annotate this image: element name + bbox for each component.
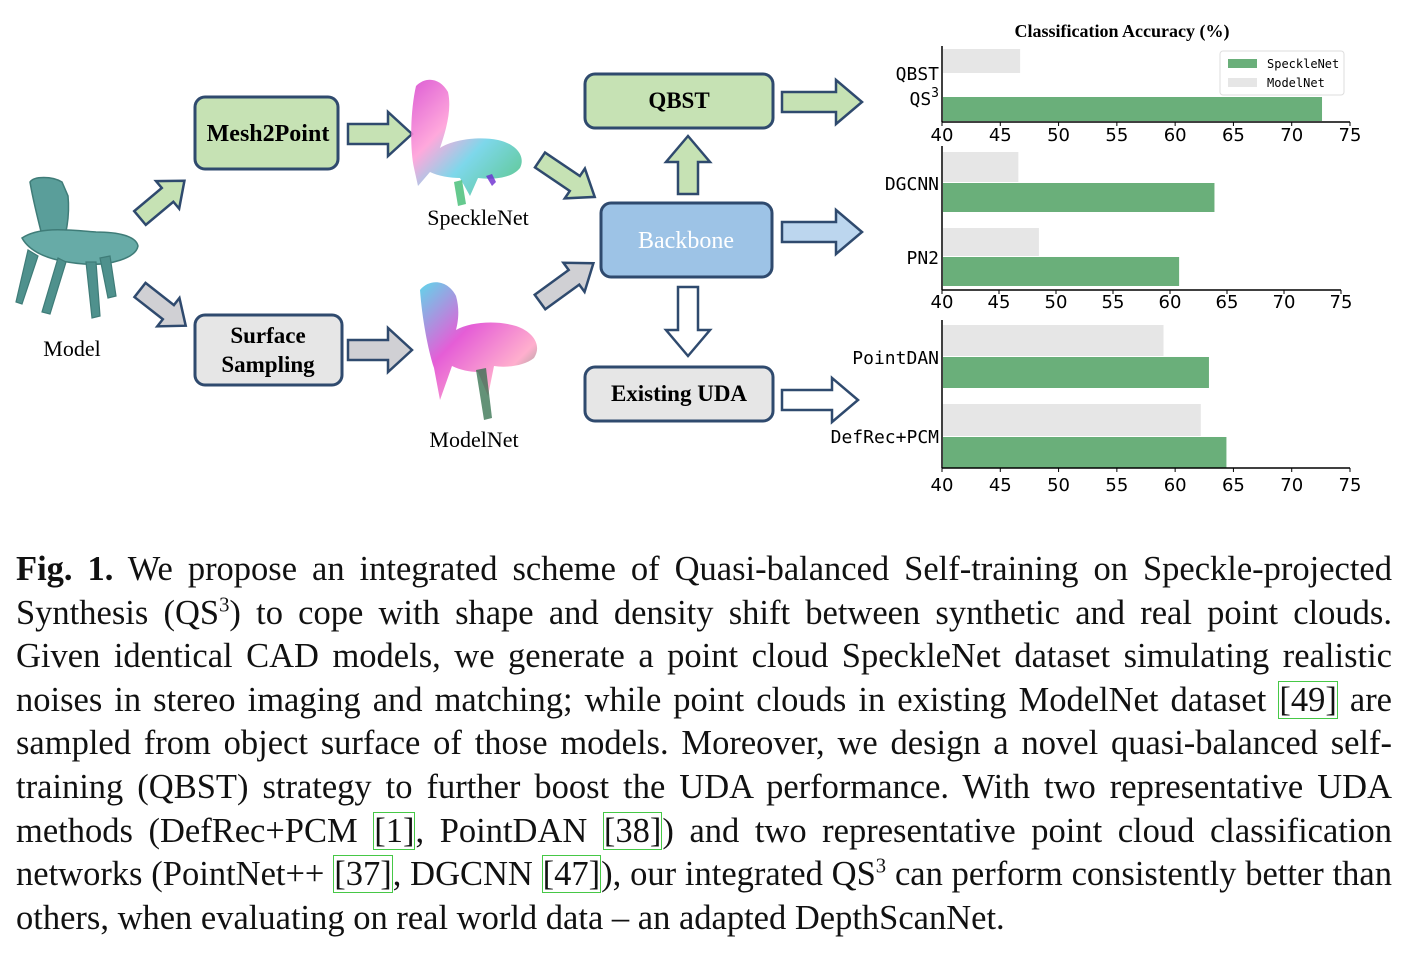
arrow-model-to-mesh2point [132,179,186,227]
specklenet-label: SpeckleNet [427,205,528,230]
chart-category-label: QS3 [909,86,939,110]
bar-modelnet-pointdan [943,325,1164,356]
chart-panel-uda: 40 45 50 55 60 65 70 75 PointDAN DefRec+PCM [831,320,1362,496]
chart-x-tick-label: 60 [1159,292,1182,313]
caption-superscript: 3 [219,594,230,617]
caption-text: , DGCNN [392,855,542,894]
existing-uda-box [583,365,775,423]
caption-text: ) and two representative point cloud cla… [16,811,1392,894]
chart-x-tick-label: 65 [1222,475,1245,496]
citation-link[interactable]: [37] [333,855,393,894]
modelnet-label: ModelNet [429,427,518,452]
chart-x-tick-label: 70 [1280,125,1303,146]
chart-category-label: PointDAN [852,348,939,369]
legend-label-modelnet: ModelNet [1267,76,1325,90]
chart-category-label: QBST [896,64,940,85]
citation-link[interactable]: [49] [1278,680,1338,719]
legend-label-specklenet: SpeckleNet [1267,57,1339,71]
bar-modelnet-qbst [943,49,1021,73]
citation-link[interactable]: [1] [373,811,416,850]
arrow-backbone-to-chart [780,207,864,257]
surface-sampling-label-line1: Surface [230,323,305,348]
surface-sampling-box [193,313,344,387]
arrow-sampling-to-modelnet [346,325,414,375]
chart-x-tick-label: 75 [1339,475,1362,496]
chart-panel-backbone: 40 45 50 55 60 65 70 75 DGCNN PN2 [885,146,1353,313]
mesh2point-box [193,95,340,171]
citation-link[interactable]: [47] [541,855,602,894]
surface-sampling-label-line2: Sampling [221,352,315,377]
bar-specklenet-qs3 [943,97,1323,121]
chart-category-label: DefRec+PCM [831,427,940,448]
bar-modelnet-defrec-pcm [943,404,1201,436]
chart-x-tick-label: 70 [1280,475,1303,496]
chart-x-tick-label: 45 [989,475,1012,496]
chart-x-tick-label: 75 [1330,292,1353,313]
qbst-label: QBST [648,88,709,113]
chart-x-tick-label: 45 [988,292,1011,313]
caption-text: are sampled from object surface of those… [16,680,1392,850]
chair-model-image [15,176,139,319]
chart-category-label: PN2 [906,248,939,269]
chart-x-tick-label: 40 [931,125,954,146]
chart-x-tick-label: 55 [1105,125,1128,146]
bar-specklenet-dgcnn [943,183,1215,212]
caption-text: ), our integrated QS [601,855,876,894]
bar-specklenet-pointdan [943,357,1209,388]
chart-x-tick-label: 75 [1339,125,1362,146]
chart-title: Classification Accuracy (%) [1015,21,1230,42]
arrow-model-to-surface-sampling [132,281,188,328]
chart-x-tick-label: 40 [931,475,954,496]
mesh2point-label: Mesh2Point [207,121,330,147]
legend-swatch-modelnet [1228,78,1257,87]
specklenet-point-cloud-image [411,79,522,206]
chart-x-tick-label: 40 [931,292,954,313]
chart-x-tick-label: 45 [989,125,1012,146]
existing-uda-label: Existing UDA [611,381,747,406]
caption-superscript: 3 [875,855,887,878]
arrow-specklenet-to-backbone [533,150,597,200]
arrow-mesh2point-to-specklenet [346,109,414,159]
modelnet-point-cloud-image [420,282,538,420]
legend-swatch-specklenet [1228,59,1257,68]
figure-1: Model Mesh2Point Surface Sampling Speckl… [15,21,1362,496]
arrow-uda-to-chart [780,375,860,425]
chart-x-tick-label: 70 [1273,292,1296,313]
chart-x-tick-label: 65 [1216,292,1239,313]
caption-text: , PointDAN [415,811,603,850]
caption-text: can perform consistently better than oth… [16,855,1392,937]
arrow-qbst-to-chart [780,77,864,127]
qbst-box [583,72,775,130]
model-label: Model [43,336,100,361]
bar-specklenet-pn2 [943,257,1180,286]
arrow-backbone-to-qbst [663,134,713,196]
bar-modelnet-dgcnn [943,152,1019,182]
chart-x-tick-label: 60 [1164,475,1187,496]
chart-x-tick-label: 50 [1047,475,1070,496]
figure-caption-body: We propose an integrated scheme of Quasi… [16,550,1392,937]
arrow-backbone-to-existing-uda [663,285,713,358]
chart-x-tick-label: 55 [1102,292,1125,313]
chart-legend: SpeckleNet ModelNet [1219,50,1345,96]
bar-specklenet-defrec-pcm [943,437,1227,468]
chart-x-tick-label: 50 [1047,125,1070,146]
backbone-label: Backbone [638,228,734,254]
backbone-box [599,201,774,279]
citation-link[interactable]: [38] [602,811,663,850]
chart-category-label: DGCNN [885,174,939,195]
chart-x-tick-label: 50 [1045,292,1068,313]
caption-text: ) to cope with shape and density shift b… [16,593,1392,719]
chart-x-tick-label: 55 [1105,475,1128,496]
arrow-modelnet-to-backbone [532,261,596,312]
figure-caption: Fig. 1. We propose an integrated scheme … [16,548,1392,940]
figure-caption-label: Fig. 1. [16,550,114,588]
bar-modelnet-pn2 [943,228,1039,256]
caption-text: We propose an integrated scheme of Quasi… [16,550,1392,632]
chart-x-tick-label: 60 [1164,125,1187,146]
chart-x-tick-label: 65 [1222,125,1245,146]
